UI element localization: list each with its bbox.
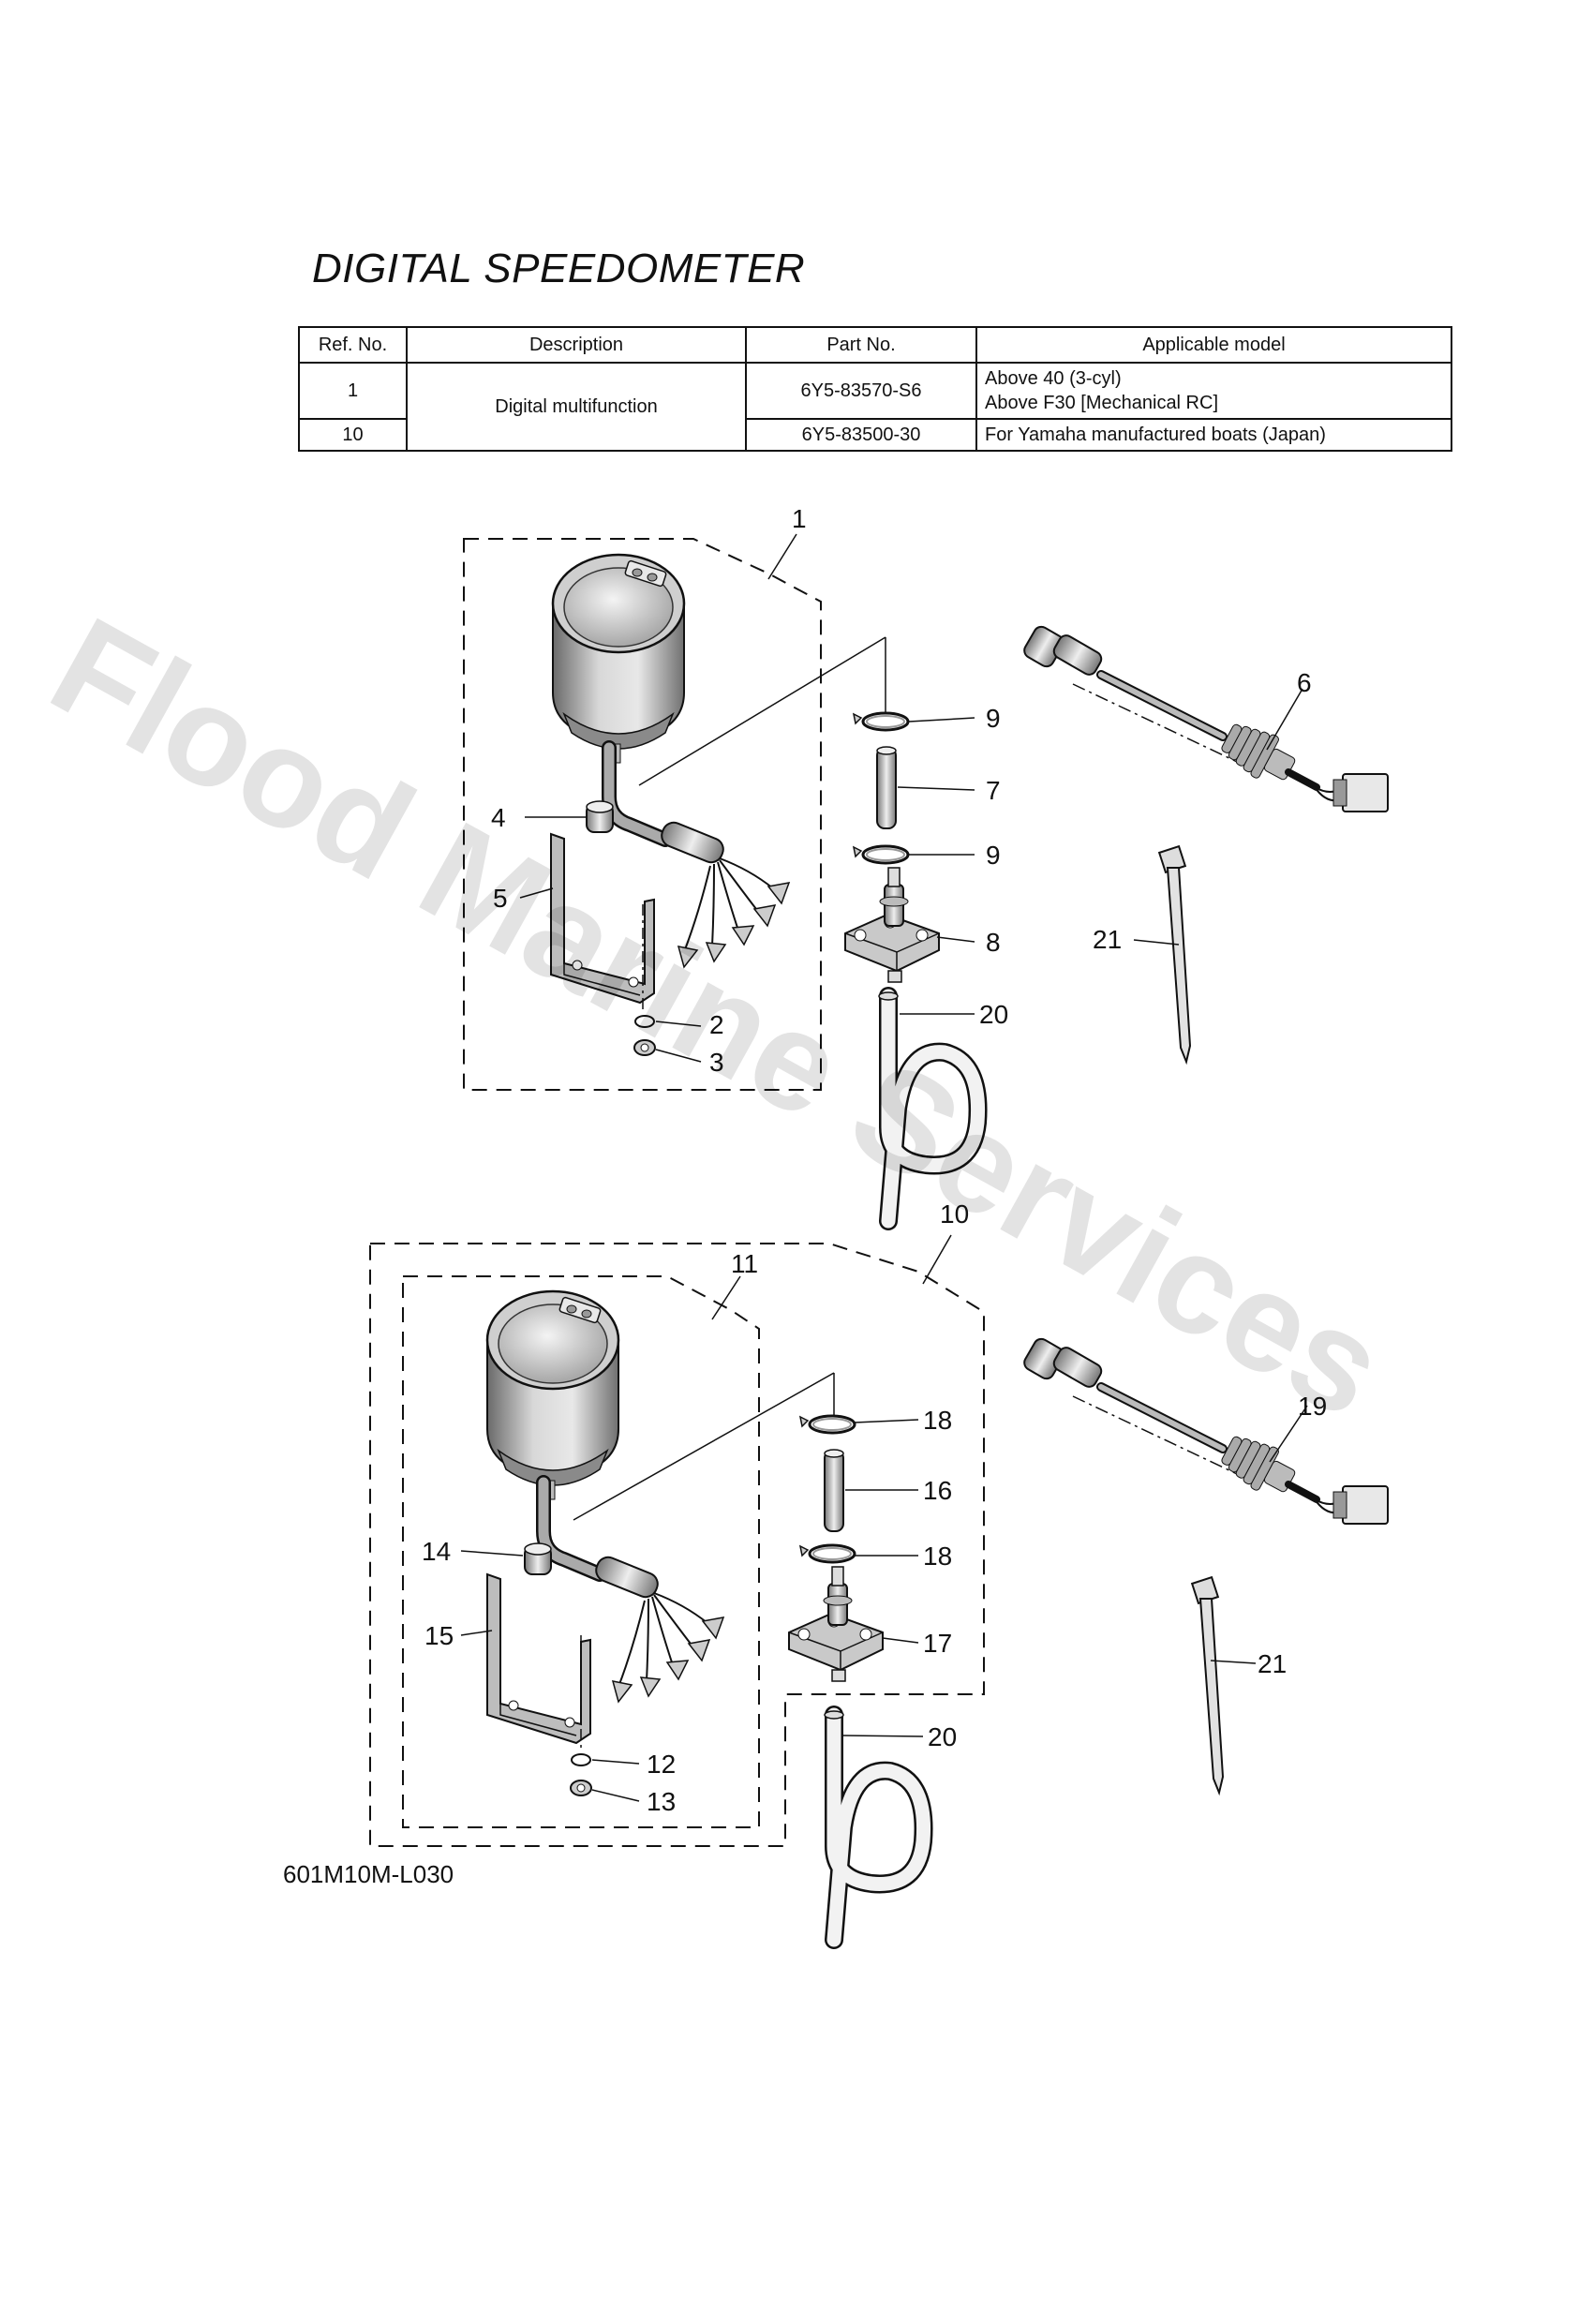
assembly-boundary-1 (463, 538, 822, 1091)
header-ref-no: Ref. No. (298, 326, 408, 364)
speed-sensor-part-6 (1021, 624, 1388, 812)
callout-3: 3 (709, 1048, 724, 1077)
callout-4: 4 (491, 803, 506, 832)
pipe-part-16 (824, 1449, 844, 1532)
callout-16: 16 (923, 1476, 952, 1505)
table-header-row: Ref. No. Description Part No. Applicable… (298, 326, 1452, 364)
leader-line (573, 1372, 835, 1521)
cell-ref: 10 (298, 418, 408, 452)
nut-hole (576, 1783, 586, 1793)
cable-tie-part-21 (1191, 1576, 1224, 1794)
hose-clamp-part-18 (798, 1543, 856, 1564)
header-description: Description (406, 326, 747, 364)
bracket-part-15 (486, 1573, 591, 1744)
callout-18: 18 (923, 1542, 952, 1571)
leader-line (638, 636, 886, 786)
nut-hole (640, 1043, 649, 1052)
wire-harness-1 (609, 748, 789, 967)
callout-5: 5 (493, 884, 508, 913)
callout-15: 15 (424, 1621, 454, 1650)
callout-21: 21 (1258, 1649, 1287, 1678)
cell-part-no: 6Y5-83500-30 (745, 418, 977, 452)
cell-ref: 1 (298, 362, 408, 420)
washer-part-2 (634, 1015, 655, 1028)
callout-9: 9 (986, 704, 1001, 733)
wire-harness-11 (543, 1482, 723, 1702)
tube-part-20 (825, 1711, 924, 1940)
cable-tie-part-21 (1158, 845, 1191, 1063)
table-row: 10 6Y5-83500-30 For Yamaha manufactured … (298, 418, 1452, 452)
callout-13: 13 (647, 1787, 676, 1816)
callout-18: 18 (923, 1406, 952, 1435)
speed-sensor-part-19 (1021, 1336, 1388, 1524)
digital-meter-1 (551, 553, 686, 765)
parts-table: Ref. No. Description Part No. Applicable… (298, 326, 1452, 452)
callout-12: 12 (647, 1750, 676, 1779)
header-part-no: Part No. (745, 326, 977, 364)
model-line: Above F30 [Mechanical RC] (985, 393, 1219, 413)
pitot-fitting-part-8 (844, 867, 940, 983)
pipe-part-7 (876, 746, 897, 829)
callout-leaders-top (519, 533, 1303, 1063)
callout-10: 10 (940, 1199, 969, 1229)
callout-2: 2 (709, 1010, 724, 1039)
pitot-fitting-part-17 (788, 1566, 884, 1682)
callout-1: 1 (792, 504, 807, 533)
washer-part-12 (571, 1753, 591, 1766)
cell-part-no: 6Y5-83570-S6 (745, 362, 977, 420)
callout-20: 20 (928, 1722, 957, 1751)
cell-model: For Yamaha manufactured boats (Japan) (975, 418, 1452, 452)
callout-19: 19 (1298, 1392, 1327, 1421)
cell-description: Digital multifunction (406, 362, 747, 452)
assembly-boundary-11 (402, 1275, 760, 1828)
callout-7: 7 (986, 776, 1001, 805)
digital-meter-11 (485, 1289, 620, 1501)
callout-14: 14 (422, 1537, 451, 1566)
cell-model: Above 40 (3-cyl) Above F30 [Mechanical R… (975, 362, 1452, 420)
callout-8: 8 (986, 928, 1001, 957)
callout-17: 17 (923, 1629, 952, 1658)
header-applicable-model: Applicable model (975, 326, 1452, 364)
callout-leaders-bottom (460, 1234, 1308, 1802)
table-row: 1 Digital multifunction 6Y5-83570-S6 Abo… (298, 362, 1452, 452)
assembly-boundary-10 (369, 1243, 985, 1847)
model-line: Above 40 (3-cyl) (985, 368, 1122, 389)
page-title: DIGITAL SPEEDOMETER (312, 246, 806, 291)
hose-clamp-part-18 (798, 1414, 856, 1435)
callout-20: 20 (979, 1000, 1008, 1029)
tube-part-20 (879, 992, 978, 1221)
callout-9: 9 (986, 841, 1001, 870)
diagram-code: 601M10M-L030 (283, 1860, 454, 1888)
callout-6: 6 (1297, 668, 1312, 697)
cap-part-4 (586, 800, 614, 833)
callout-21: 21 (1093, 925, 1122, 954)
cap-part-14 (524, 1542, 552, 1575)
callout-11: 11 (731, 1249, 758, 1278)
hose-clamp-part-9 (852, 711, 910, 732)
bracket-part-5 (550, 833, 655, 1004)
hose-clamp-part-9 (852, 844, 910, 865)
